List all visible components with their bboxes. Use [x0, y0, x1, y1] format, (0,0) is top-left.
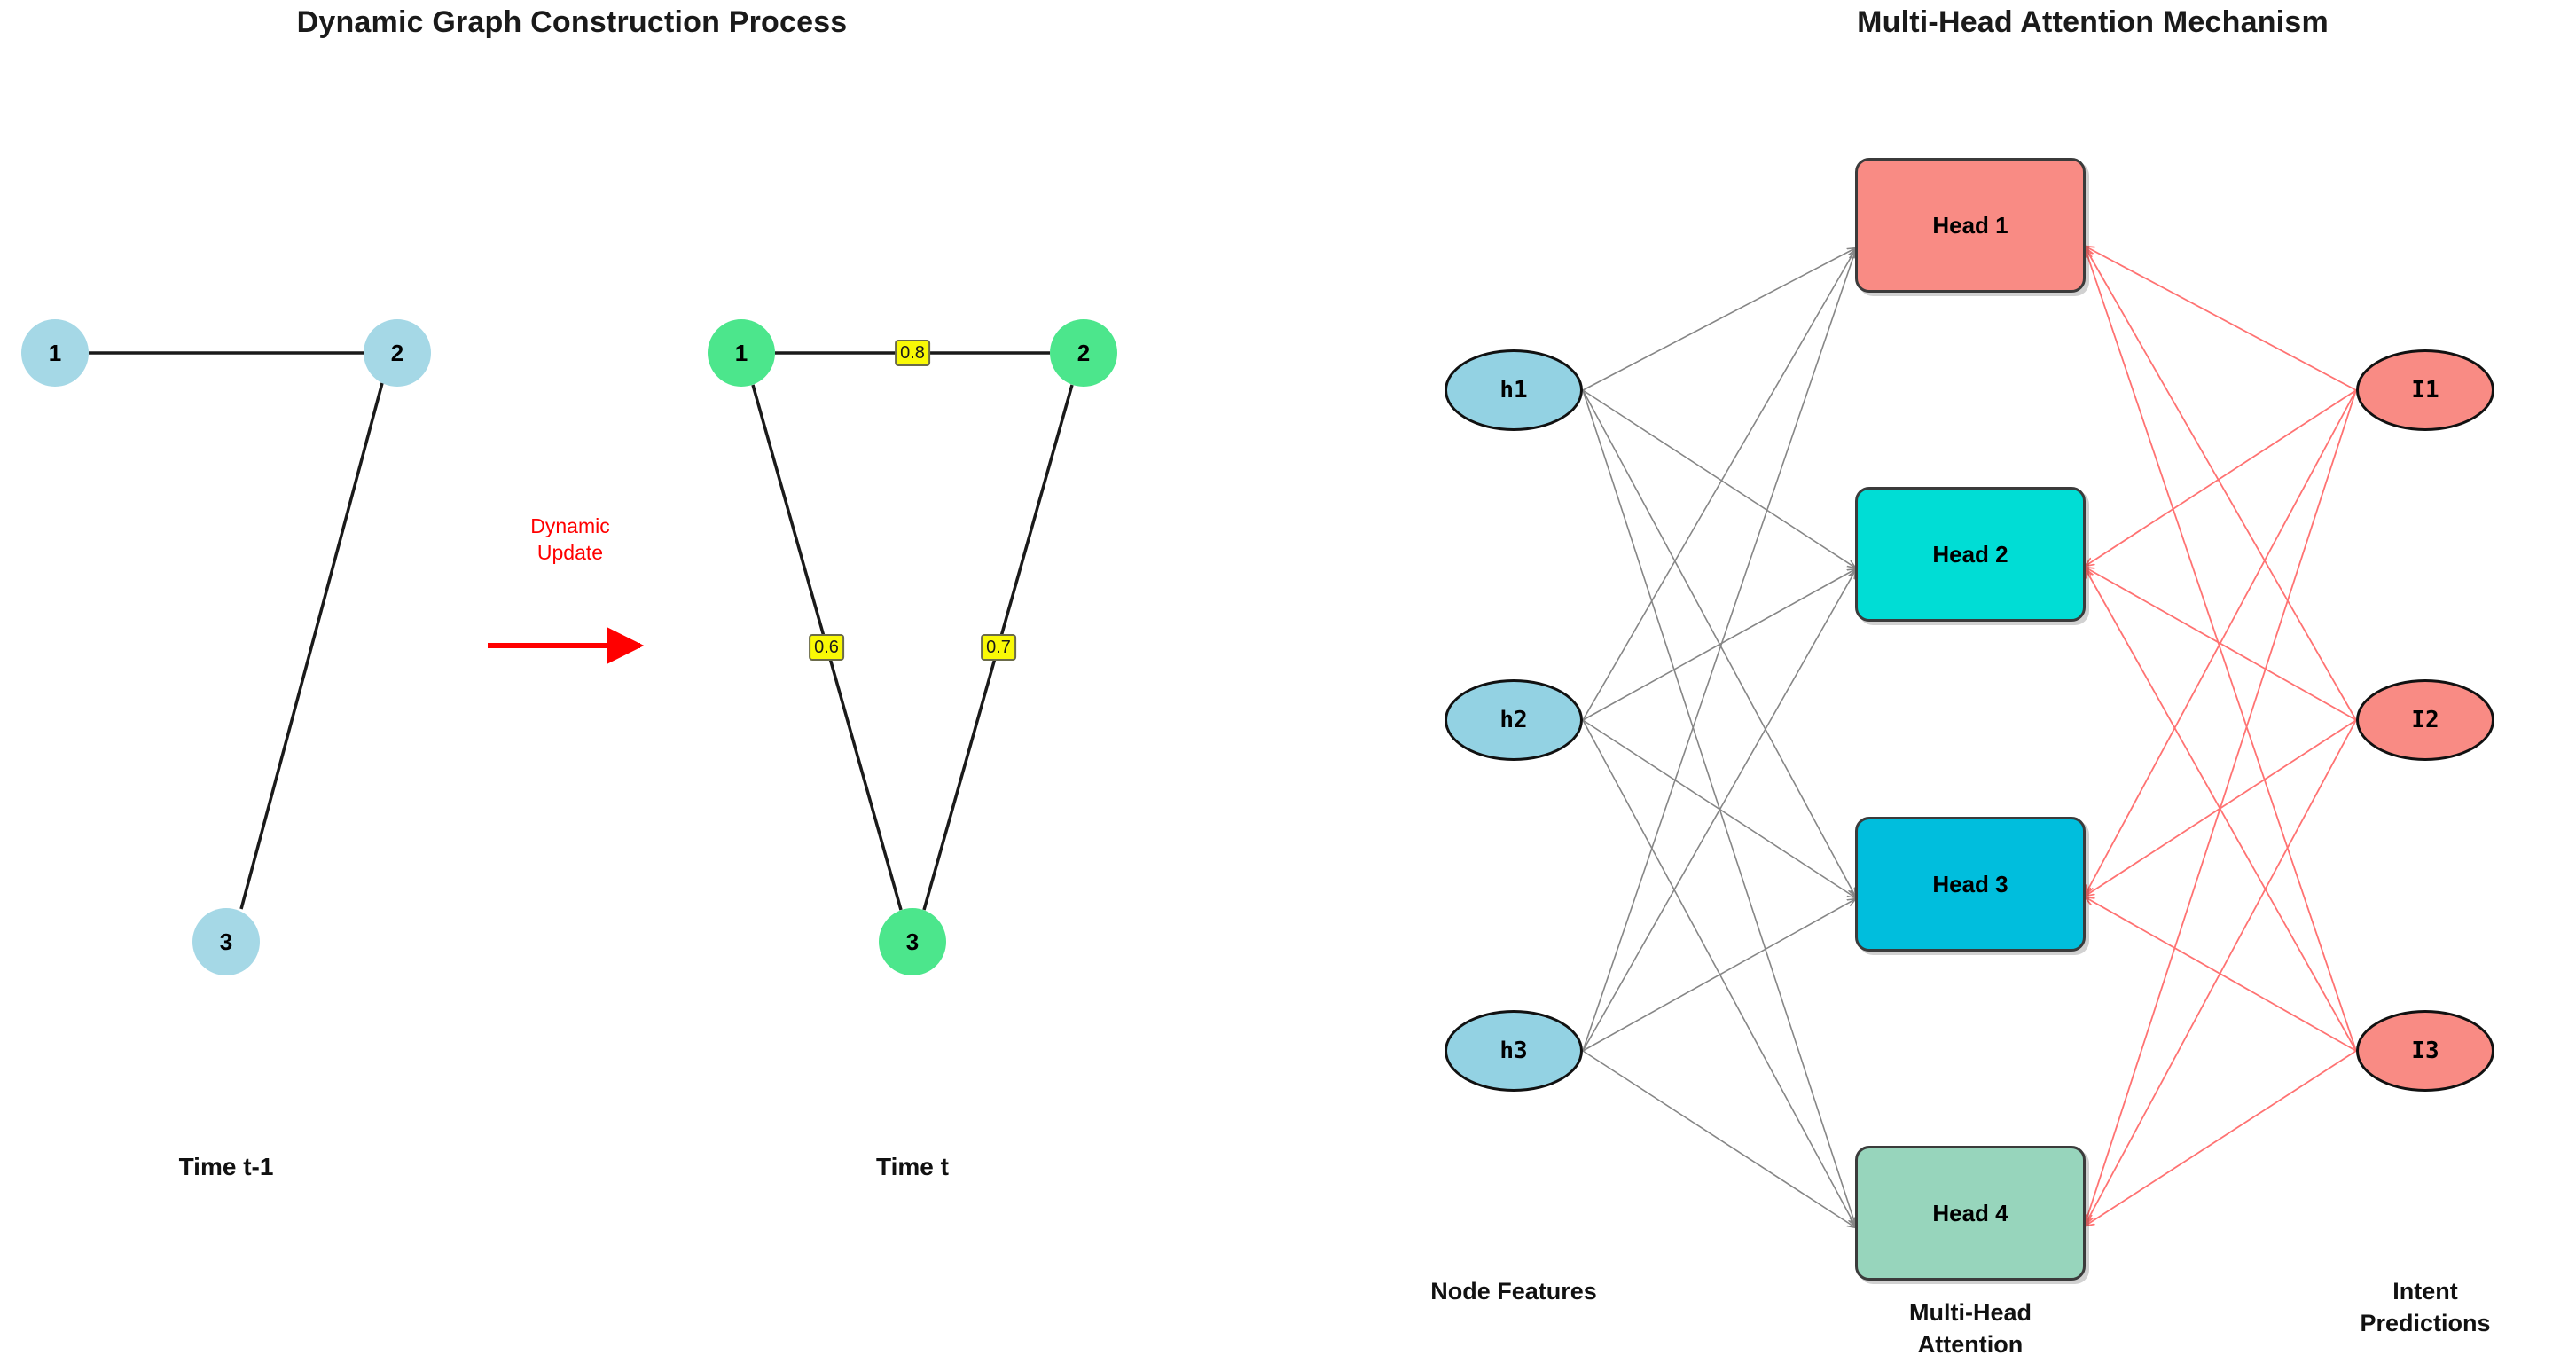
- intent-prediction-i2[interactable]: I2: [2356, 679, 2494, 761]
- column-label-node-features: Node Features: [1430, 1278, 1597, 1304]
- graph-node-label: 1: [734, 339, 748, 366]
- graph-node-before-1[interactable]: 1: [21, 319, 89, 387]
- left-panel-title: Dynamic Graph Construction Process: [296, 5, 848, 39]
- graph-node-before-3[interactable]: 3: [192, 908, 260, 975]
- graph-node-label: 2: [390, 339, 404, 366]
- intent-prediction-label: I1: [2411, 377, 2439, 403]
- attention-head-2[interactable]: Head 2: [1855, 487, 2086, 622]
- attention-head-label: Head 4: [1932, 1199, 2008, 1226]
- intent-prediction-label: I2: [2411, 707, 2439, 733]
- caption-time-before: Time t-1: [178, 1153, 274, 1180]
- attention-head-label: Head 2: [1932, 540, 2008, 568]
- graph-edges-before: [89, 351, 384, 910]
- head-intent-links: [2086, 247, 2357, 1226]
- graph-node-after-2[interactable]: 2: [1050, 319, 1117, 387]
- graph-node-label: 3: [905, 928, 920, 955]
- right-panel-title: Multi-Head Attention Mechanism: [1857, 5, 2329, 39]
- node-feature-h2[interactable]: h2: [1445, 679, 1583, 761]
- edge-weight-1-2: 0.8: [895, 340, 930, 366]
- graph-node-after-1[interactable]: 1: [708, 319, 775, 387]
- graph-node-label: 3: [219, 928, 233, 955]
- dynamic-update-label: Dynamic Update: [530, 514, 610, 564]
- attention-head-label: Head 3: [1932, 870, 2008, 897]
- attention-head-3[interactable]: Head 3: [1855, 817, 2086, 952]
- graph-node-before-2[interactable]: 2: [364, 319, 431, 387]
- feature-head-links: [1582, 248, 1855, 1227]
- node-feature-label: h1: [1499, 377, 1528, 403]
- attention-head-label: Head 1: [1932, 211, 2008, 239]
- edge-weight-2-3: 0.7: [981, 634, 1016, 661]
- column-label-multi-head-attention: Multi-Head Attention: [1909, 1299, 2032, 1358]
- graph-node-label: 1: [48, 339, 62, 366]
- attention-head-1[interactable]: Head 1: [1855, 158, 2086, 293]
- attention-head-4[interactable]: Head 4: [1855, 1146, 2086, 1281]
- intent-prediction-label: I3: [2411, 1038, 2439, 1064]
- intent-prediction-i1[interactable]: I1: [2356, 349, 2494, 431]
- edge-weight-1-3: 0.6: [809, 634, 844, 661]
- node-feature-label: h3: [1499, 1038, 1528, 1064]
- caption-time-after: Time t: [876, 1153, 949, 1180]
- graph-edges-after: [751, 351, 1074, 911]
- graph-node-label: 2: [1077, 339, 1091, 366]
- column-label-intent-predictions: Intent Predictions: [2360, 1278, 2491, 1336]
- node-feature-label: h2: [1499, 707, 1528, 733]
- intent-prediction-i3[interactable]: I3: [2356, 1010, 2494, 1092]
- node-feature-h1[interactable]: h1: [1445, 349, 1583, 431]
- graph-node-after-3[interactable]: 3: [879, 908, 946, 975]
- node-feature-h3[interactable]: h3: [1445, 1010, 1583, 1092]
